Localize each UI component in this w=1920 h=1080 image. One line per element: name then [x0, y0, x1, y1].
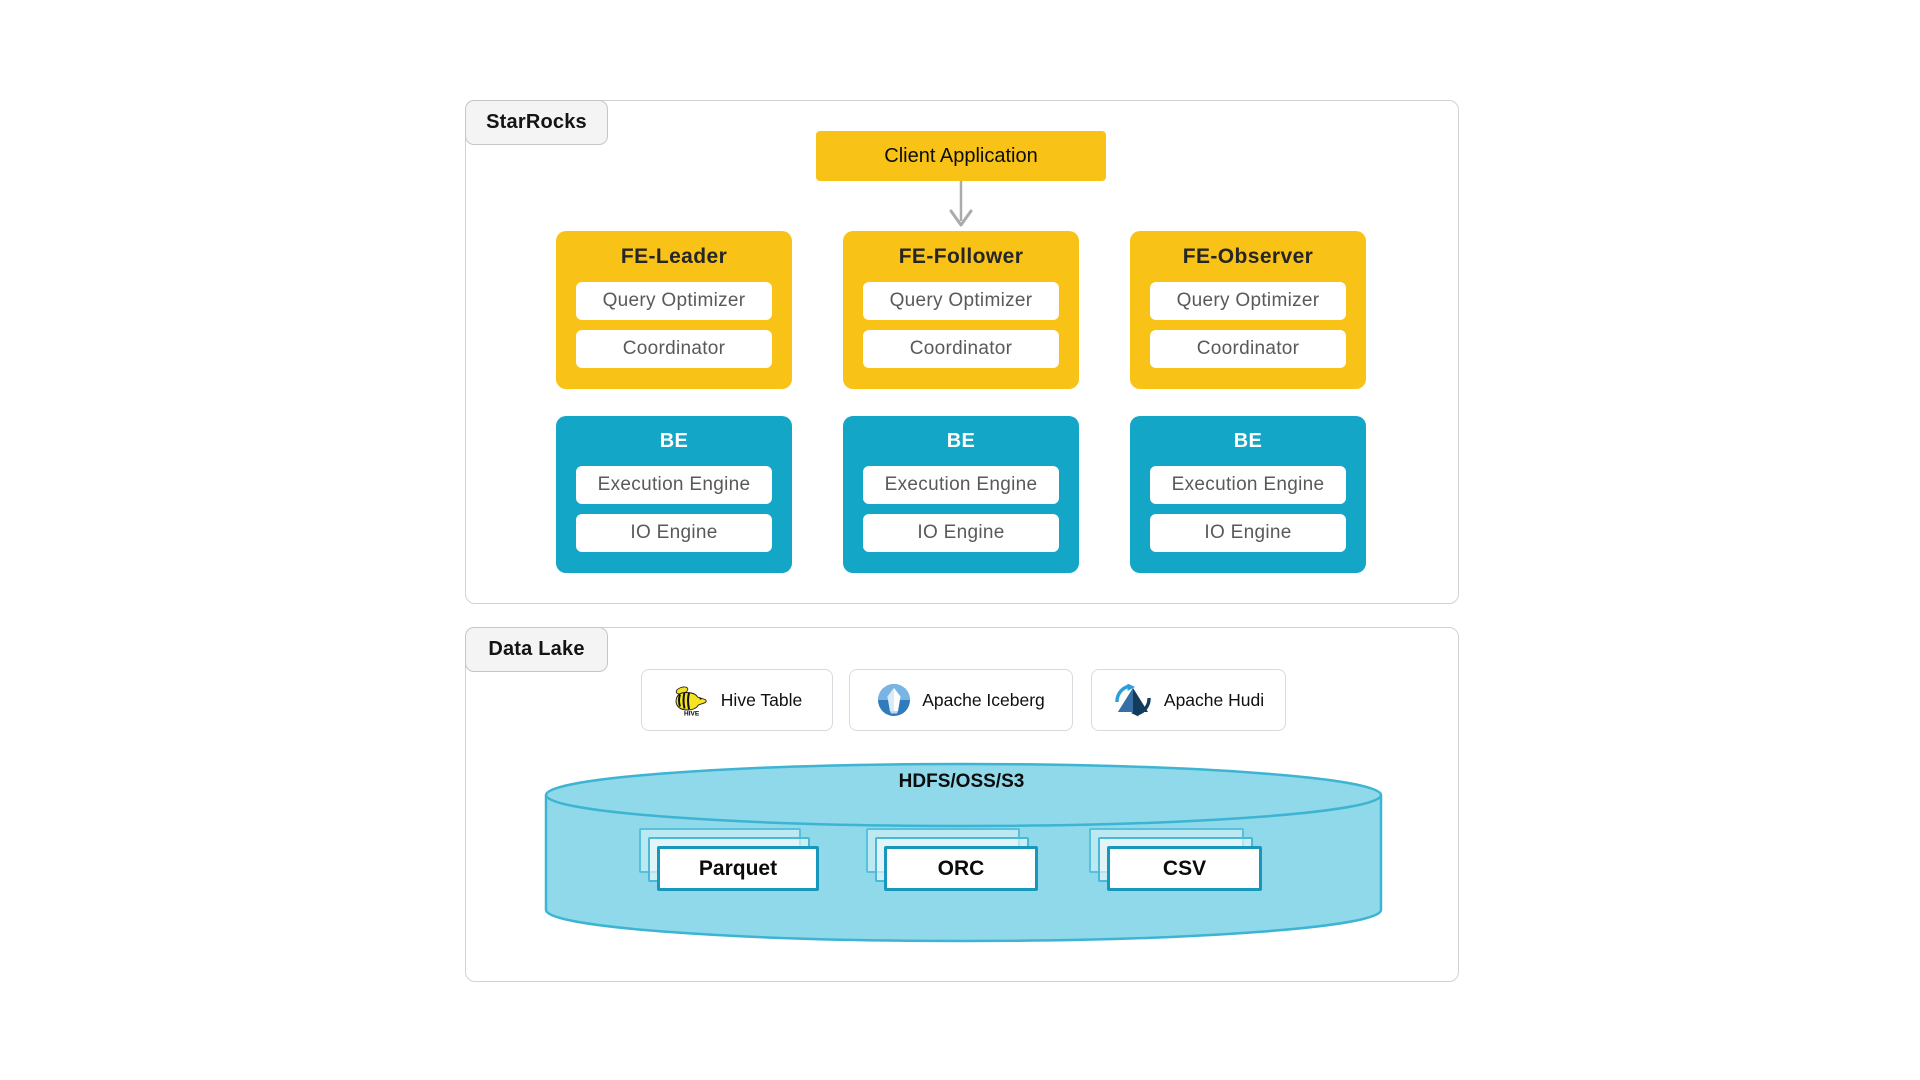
hive-table-label: Hive Table — [720, 689, 803, 710]
coordinator-item: Coordinator — [576, 330, 772, 368]
execution-engine-item: Execution Engine — [576, 466, 772, 504]
query-optimizer-item: Query Optimizer — [576, 282, 772, 320]
coordinator-item: Coordinator — [863, 330, 1059, 368]
execution-engine-item: Execution Engine — [1150, 466, 1346, 504]
iceberg-icon — [878, 684, 911, 716]
io-engine-item: IO Engine — [1150, 514, 1346, 552]
storage-title: HDFS/OSS/S3 — [898, 771, 1025, 792]
hudi-icon — [1115, 683, 1151, 717]
apache-hudi-label: Apache Hudi — [1163, 689, 1265, 710]
io-engine-item: IO Engine — [576, 514, 772, 552]
io-engine-item: IO Engine — [863, 514, 1059, 552]
data-lake-panel: Data Lake HIVE Hive Table Apache Iceberg — [465, 627, 1459, 982]
parquet-doc: Parquet — [657, 846, 819, 891]
coordinator-item: Coordinator — [1150, 330, 1346, 368]
be-node-title: BE — [946, 430, 976, 452]
hive-icon: HIVE — [675, 686, 707, 717]
apache-iceberg-node: Apache Iceberg — [849, 669, 1073, 731]
fe-node-title: FE-Leader — [620, 245, 728, 268]
be-node-title: BE — [1233, 430, 1263, 452]
be-node: BE Execution Engine IO Engine — [1130, 416, 1366, 573]
fe-follower-node: FE-Follower Query Optimizer Coordinator — [843, 231, 1079, 389]
fe-leader-node: FE-Leader Query Optimizer Coordinator — [556, 231, 792, 389]
be-node: BE Execution Engine IO Engine — [556, 416, 792, 573]
execution-engine-item: Execution Engine — [863, 466, 1059, 504]
fe-node-title: FE-Observer — [1182, 245, 1314, 268]
fe-node-title: FE-Follower — [898, 245, 1024, 268]
apache-hudi-node: Apache Hudi — [1091, 669, 1286, 731]
hive-table-node: HIVE Hive Table — [641, 669, 833, 731]
down-arrow-icon — [949, 181, 973, 227]
query-optimizer-item: Query Optimizer — [1150, 282, 1346, 320]
be-node: BE Execution Engine IO Engine — [843, 416, 1079, 573]
be-node-title: BE — [659, 430, 689, 452]
apache-iceberg-label: Apache Iceberg — [922, 689, 1045, 710]
starrocks-panel: StarRocks Client Application FE-Leader Q… — [465, 100, 1459, 604]
csv-doc: CSV — [1107, 846, 1262, 891]
svg-text:HIVE: HIVE — [684, 711, 700, 717]
orc-doc: ORC — [884, 846, 1038, 891]
query-optimizer-item: Query Optimizer — [863, 282, 1059, 320]
fe-observer-node: FE-Observer Query Optimizer Coordinator — [1130, 231, 1366, 389]
client-application-node: Client Application — [816, 131, 1106, 181]
starrocks-panel-label: StarRocks — [465, 100, 608, 145]
data-lake-panel-label: Data Lake — [465, 627, 608, 672]
